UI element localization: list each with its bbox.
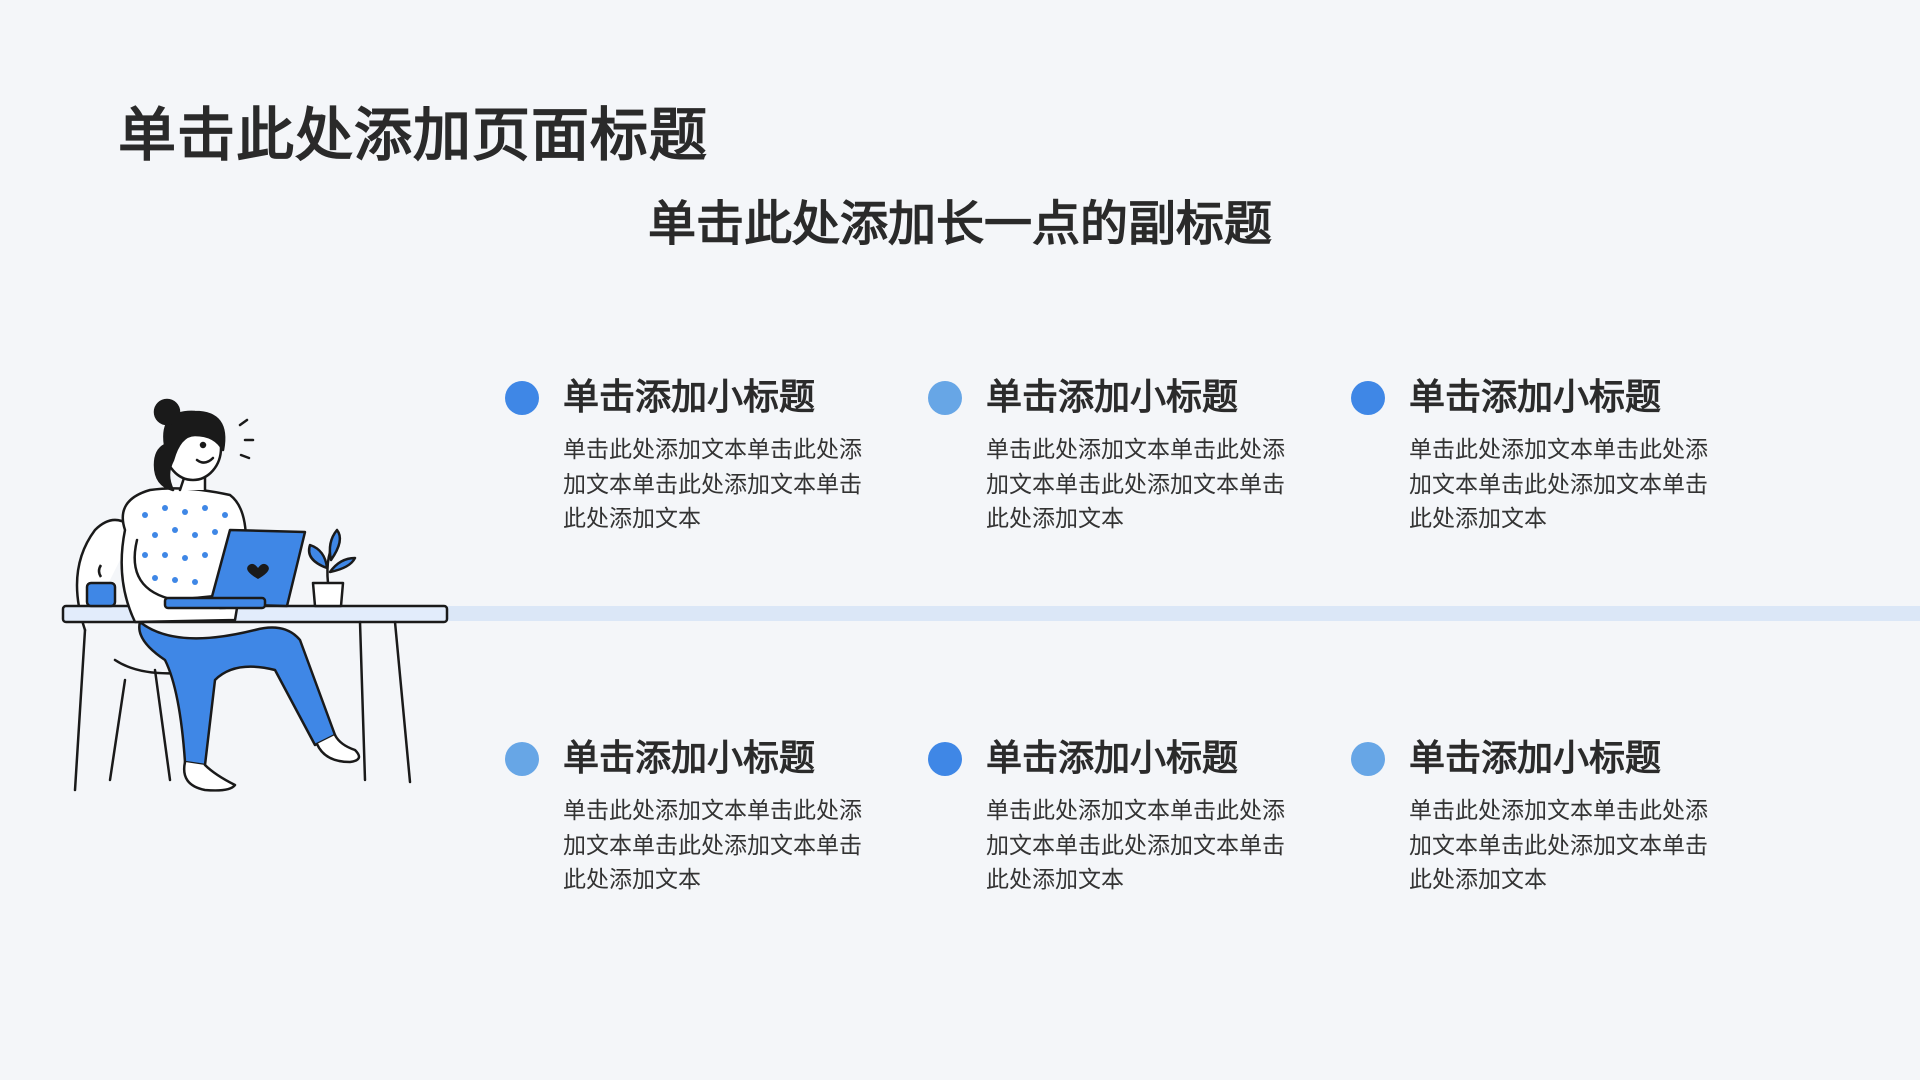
item-title: 单击添加小标题 (563, 377, 816, 418)
bullet-dot-icon (928, 381, 962, 415)
bullet-dot-icon (1351, 742, 1385, 776)
plant-icon (307, 528, 357, 608)
bullet-dot-icon (505, 742, 539, 776)
page-title: 单击此处添加页面标题 (118, 101, 709, 169)
item-body: 单击此处添加文本单击此处添加文本单击此处添加文本单击此处添加文本 (986, 437, 1285, 532)
heart-icon (247, 563, 269, 579)
bullet-dot-icon (1351, 381, 1385, 415)
item-title: 单击添加小标题 (1409, 377, 1662, 418)
bullet-dot-icon (505, 381, 539, 415)
item-body: 单击此处添加文本单击此处添加文本单击此处添加文本单击此处添加文本 (563, 437, 862, 532)
item-title: 单击添加小标题 (563, 738, 816, 779)
page-subtitle: 单击此处添加长一点的副标题 (647, 196, 1272, 252)
bullet-dot-icon (928, 742, 962, 776)
coffee-cup-icon (85, 564, 117, 608)
timeline-bar (440, 606, 1920, 621)
item-body: 单击此处添加文本单击此处添加文本单击此处添加文本单击此处添加文本 (986, 798, 1285, 893)
item-body: 单击此处添加文本单击此处添加文本单击此处添加文本单击此处添加文本 (563, 798, 862, 893)
item-title: 单击添加小标题 (986, 377, 1239, 418)
item-title: 单击添加小标题 (986, 738, 1239, 779)
item-title: 单击添加小标题 (1409, 738, 1662, 779)
item-body: 单击此处添加文本单击此处添加文本单击此处添加文本单击此处添加文本 (1409, 437, 1708, 532)
person-at-desk-illustration (61, 398, 449, 792)
item-body: 单击此处添加文本单击此处添加文本单击此处添加文本单击此处添加文本 (1409, 798, 1708, 893)
